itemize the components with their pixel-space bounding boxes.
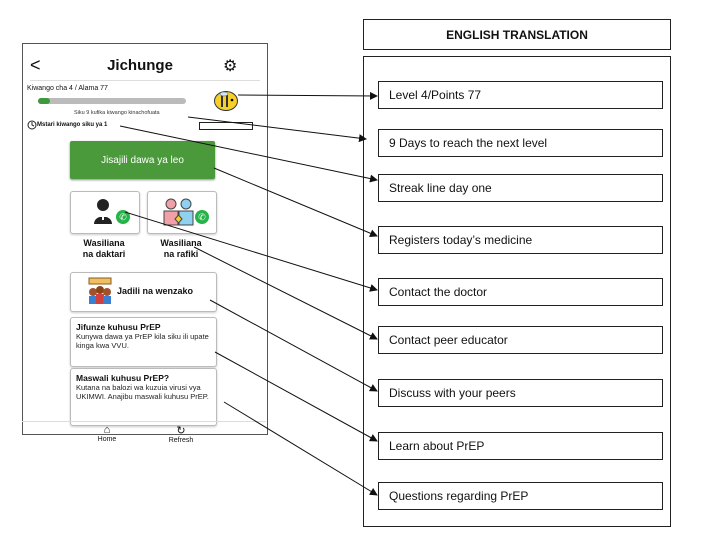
level-progress-fill	[38, 98, 50, 104]
translation-item: Discuss with your peers	[378, 379, 663, 407]
peers-icon	[163, 198, 194, 226]
contact-peer-button[interactable]: ✆	[147, 191, 217, 234]
questions-prep-title: Maswali kuhusu PrEP?	[76, 373, 170, 383]
level-points-label: Kiwango cha 4 / Alama 77	[27, 85, 108, 92]
translation-header: ENGLISH TRANSLATION	[363, 19, 671, 50]
arrow-register	[213, 167, 378, 237]
bottom-nav-divider	[22, 421, 266, 422]
questions-prep-card[interactable]: Maswali kuhusu PrEP? Kutana na balozi wa…	[70, 368, 217, 426]
contact-doctor-button[interactable]: ✆	[70, 191, 140, 234]
translation-item: Level 4/Points 77	[378, 81, 663, 109]
nav-home-button[interactable]: ⌂ Home	[90, 424, 124, 443]
level-progress-track	[38, 98, 186, 104]
streak-label: Mstari kiwango siku ya 1	[37, 122, 108, 128]
arrow-days	[187, 116, 367, 143]
nav-home-label: Home	[97, 436, 117, 443]
arrow-contact-peer	[193, 246, 378, 340]
header-divider	[30, 80, 260, 81]
whatsapp-icon: ✆	[195, 210, 209, 224]
arrow-discuss	[209, 299, 378, 392]
translation-item: Streak line day one	[378, 174, 663, 202]
translation-item: Questions regarding PrEP	[378, 482, 663, 510]
arrow-learn	[214, 351, 378, 442]
translation-item: Learn about PrEP	[378, 432, 663, 460]
nav-refresh-button[interactable]: ↻ Refresh	[164, 424, 198, 444]
doctor-icon	[94, 199, 112, 224]
learn-prep-body: Kunywa dawa ya PrEP kila siku ili upate …	[76, 332, 209, 350]
translation-panel	[363, 56, 671, 527]
arrow-level	[237, 91, 378, 100]
streak-icon	[27, 120, 37, 132]
bee-icon	[214, 91, 238, 111]
refresh-icon: ↻	[176, 425, 186, 437]
learn-prep-title: Jifunze kuhusu PrEP	[76, 322, 161, 332]
home-icon: ⌂	[103, 424, 111, 436]
register-medicine-button[interactable]: Jisajili dawa ya leo	[70, 141, 215, 179]
questions-prep-body: Kutana na balozi wa kuzuia virusi vya UK…	[76, 383, 209, 401]
translation-item: Contact peer educator	[378, 326, 663, 354]
page-title: Jichunge	[107, 57, 173, 74]
translation-item: Contact the doctor	[378, 278, 663, 306]
discussion-icon	[88, 277, 112, 304]
discuss-peers-label: Jadili na wenzako	[117, 286, 194, 296]
translation-item: Registers today’s medicine	[378, 226, 663, 254]
gear-icon[interactable]: ⚙	[223, 58, 238, 75]
learn-prep-card[interactable]: Jifunze kuhusu PrEP Kunywa dawa ya PrEP …	[70, 317, 217, 367]
register-medicine-label: Jisajili dawa ya leo	[101, 154, 184, 166]
back-icon[interactable]: <	[30, 55, 41, 75]
arrow-contact-doctor	[124, 211, 378, 292]
arrow-streak	[119, 125, 378, 183]
arrow-questions	[223, 401, 378, 496]
whatsapp-icon: ✆	[116, 210, 130, 224]
streak-box	[199, 122, 253, 130]
nav-refresh-label: Refresh	[168, 437, 194, 444]
translation-item: 9 Days to reach the next level	[378, 129, 663, 157]
days-to-next-level-label: Siku 9 kufika kiwango kinachofuata	[74, 110, 160, 116]
